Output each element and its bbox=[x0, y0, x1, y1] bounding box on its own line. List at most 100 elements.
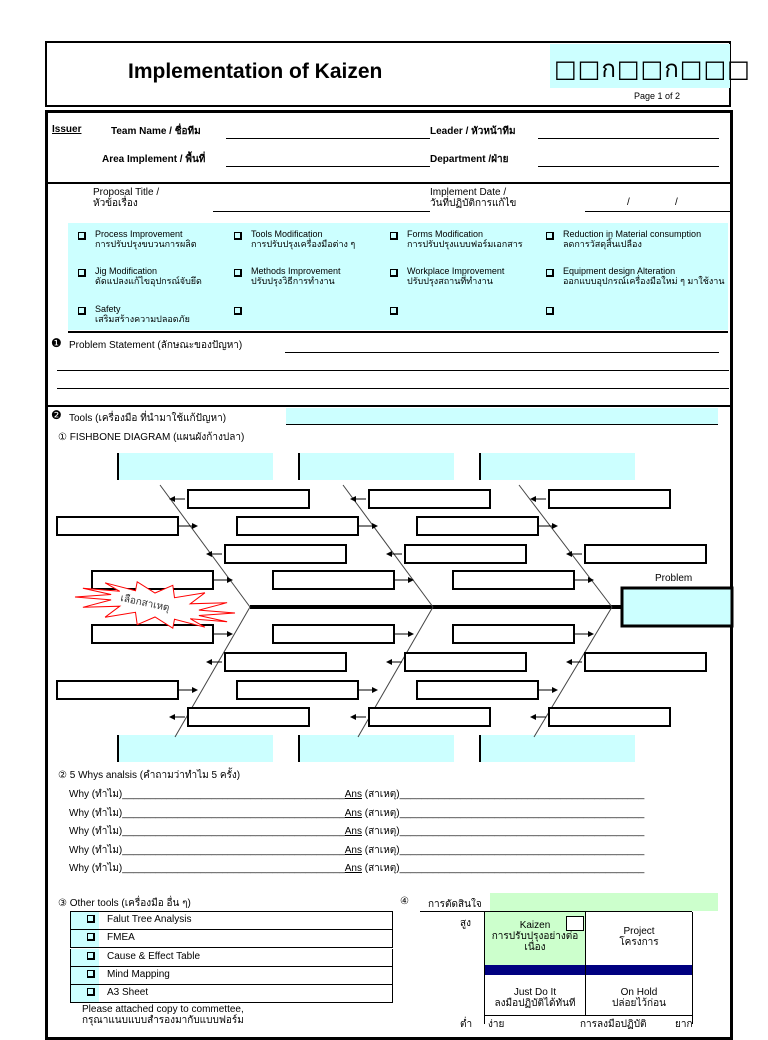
checkbox-icon[interactable] bbox=[234, 232, 242, 240]
why-row[interactable]: Why (ทำไม)______________________________… bbox=[69, 824, 644, 839]
checkbox-icon[interactable] bbox=[87, 988, 95, 997]
cause-box[interactable] bbox=[452, 570, 575, 590]
why-field[interactable]: Why (ทำไม)______________________________… bbox=[69, 826, 345, 837]
checkbox-icon[interactable] bbox=[546, 269, 554, 277]
cause-box[interactable] bbox=[236, 516, 359, 536]
cause-box[interactable] bbox=[272, 570, 395, 590]
checkbox-icon[interactable] bbox=[390, 269, 398, 277]
on-hold-label-th: ปล่อยไว้ก่อน bbox=[612, 998, 666, 1009]
why-field[interactable]: Why (ทำไม)______________________________… bbox=[69, 844, 345, 856]
matrix-top bbox=[420, 911, 692, 912]
leader-field[interactable] bbox=[538, 138, 719, 139]
tools-field[interactable] bbox=[286, 408, 718, 425]
problem-statement-line[interactable] bbox=[57, 370, 729, 371]
cause-box[interactable] bbox=[91, 624, 214, 644]
ans-field[interactable]: (สาเหตุ)________________________________… bbox=[361, 826, 645, 837]
checkbox-icon[interactable] bbox=[390, 307, 398, 315]
checkbox-icon[interactable] bbox=[87, 969, 95, 978]
ans-field[interactable]: (สาเหตุ)________________________________… bbox=[361, 807, 645, 819]
other-tool-row[interactable]: A3 Sheet bbox=[70, 985, 393, 1004]
why-row[interactable]: Why (ทำไม)______________________________… bbox=[69, 843, 644, 858]
why-row[interactable]: Why (ทำไม)______________________________… bbox=[69, 787, 644, 802]
problem-head-box[interactable] bbox=[620, 586, 734, 628]
kaizen-checkbox[interactable] bbox=[566, 916, 584, 931]
decision-field[interactable] bbox=[490, 893, 718, 911]
cause-box[interactable] bbox=[548, 489, 671, 509]
implement-date-field[interactable] bbox=[585, 211, 730, 212]
checkbox-icon[interactable] bbox=[78, 307, 86, 315]
team-name-field[interactable] bbox=[226, 138, 430, 139]
cause-box[interactable] bbox=[272, 624, 395, 644]
category-box-bottom[interactable] bbox=[298, 735, 454, 762]
category-box-bottom[interactable] bbox=[479, 735, 635, 762]
category-box-edge[interactable] bbox=[298, 735, 300, 762]
other-tool-row[interactable]: Mind Mapping bbox=[70, 966, 393, 985]
area-field[interactable] bbox=[226, 166, 430, 167]
checkbox-icon[interactable] bbox=[390, 232, 398, 240]
category-box-top[interactable] bbox=[298, 453, 454, 480]
checkbox-icon[interactable] bbox=[87, 951, 95, 960]
why-row[interactable]: Why (ทำไม)______________________________… bbox=[69, 806, 644, 821]
category-box-edge[interactable] bbox=[479, 735, 481, 762]
ans-field[interactable]: (สาเหตุ)________________________________… bbox=[361, 863, 645, 874]
matrix-line bbox=[692, 912, 693, 1024]
cause-box[interactable] bbox=[404, 652, 527, 672]
other-tool-row[interactable]: Cause & Effect Table bbox=[70, 948, 393, 967]
cause-box[interactable] bbox=[584, 544, 707, 564]
checkbox-icon[interactable] bbox=[87, 933, 95, 942]
category-box-edge[interactable] bbox=[117, 735, 119, 762]
department-field[interactable] bbox=[538, 166, 719, 167]
other-tool-row[interactable]: FMEA bbox=[70, 930, 393, 949]
why-row[interactable]: Why (ทำไม)______________________________… bbox=[69, 861, 644, 876]
category-en: Process Improvement bbox=[95, 229, 183, 239]
cause-box[interactable] bbox=[224, 652, 347, 672]
cause-box[interactable] bbox=[91, 570, 214, 590]
cause-box[interactable] bbox=[368, 489, 491, 509]
cause-box[interactable] bbox=[416, 680, 539, 700]
problem-statement-field[interactable] bbox=[285, 352, 719, 353]
checkbox-icon[interactable] bbox=[546, 307, 554, 315]
category-en: Safety bbox=[95, 304, 121, 314]
category-box-top[interactable] bbox=[117, 453, 273, 480]
why-field[interactable]: Why (ทำไม)______________________________… bbox=[69, 807, 345, 819]
cause-box[interactable] bbox=[368, 707, 491, 727]
cause-box[interactable] bbox=[236, 680, 359, 700]
cause-box[interactable] bbox=[56, 680, 179, 700]
cause-box[interactable] bbox=[187, 707, 310, 727]
cause-box[interactable] bbox=[404, 544, 527, 564]
checkbox-icon[interactable] bbox=[78, 232, 86, 240]
cause-box[interactable] bbox=[416, 516, 539, 536]
checkbox-icon[interactable] bbox=[78, 269, 86, 277]
other-tool-row[interactable]: Falut Tree Analysis bbox=[70, 912, 393, 930]
proposal-title-field[interactable] bbox=[213, 211, 430, 212]
checkbox-icon[interactable] bbox=[546, 232, 554, 240]
ans-field[interactable]: (สาเหตุ)________________________________… bbox=[361, 789, 645, 800]
checkbox-icon[interactable] bbox=[234, 269, 242, 277]
cause-box[interactable] bbox=[187, 489, 310, 509]
category-box-edge[interactable] bbox=[479, 453, 481, 480]
category-box-bottom[interactable] bbox=[117, 735, 273, 762]
checkbox-icon[interactable] bbox=[87, 915, 95, 923]
cause-box[interactable] bbox=[548, 707, 671, 727]
problem-statement-line[interactable] bbox=[57, 388, 729, 389]
why-field[interactable]: Why (ทำไม)______________________________… bbox=[69, 789, 345, 800]
ans-field[interactable]: (สาเหตุ)________________________________… bbox=[361, 844, 645, 856]
category-box-top[interactable] bbox=[479, 453, 635, 480]
checkbox-icon[interactable] bbox=[234, 307, 242, 315]
cause-box[interactable] bbox=[584, 652, 707, 672]
cause-box[interactable] bbox=[56, 516, 179, 536]
category-box-edge[interactable] bbox=[298, 453, 300, 480]
cause-box[interactable] bbox=[452, 624, 575, 644]
category-box-edge[interactable] bbox=[117, 453, 119, 480]
cause-box[interactable] bbox=[224, 544, 347, 564]
why-field[interactable]: Why (ทำไม)______________________________… bbox=[69, 863, 345, 874]
